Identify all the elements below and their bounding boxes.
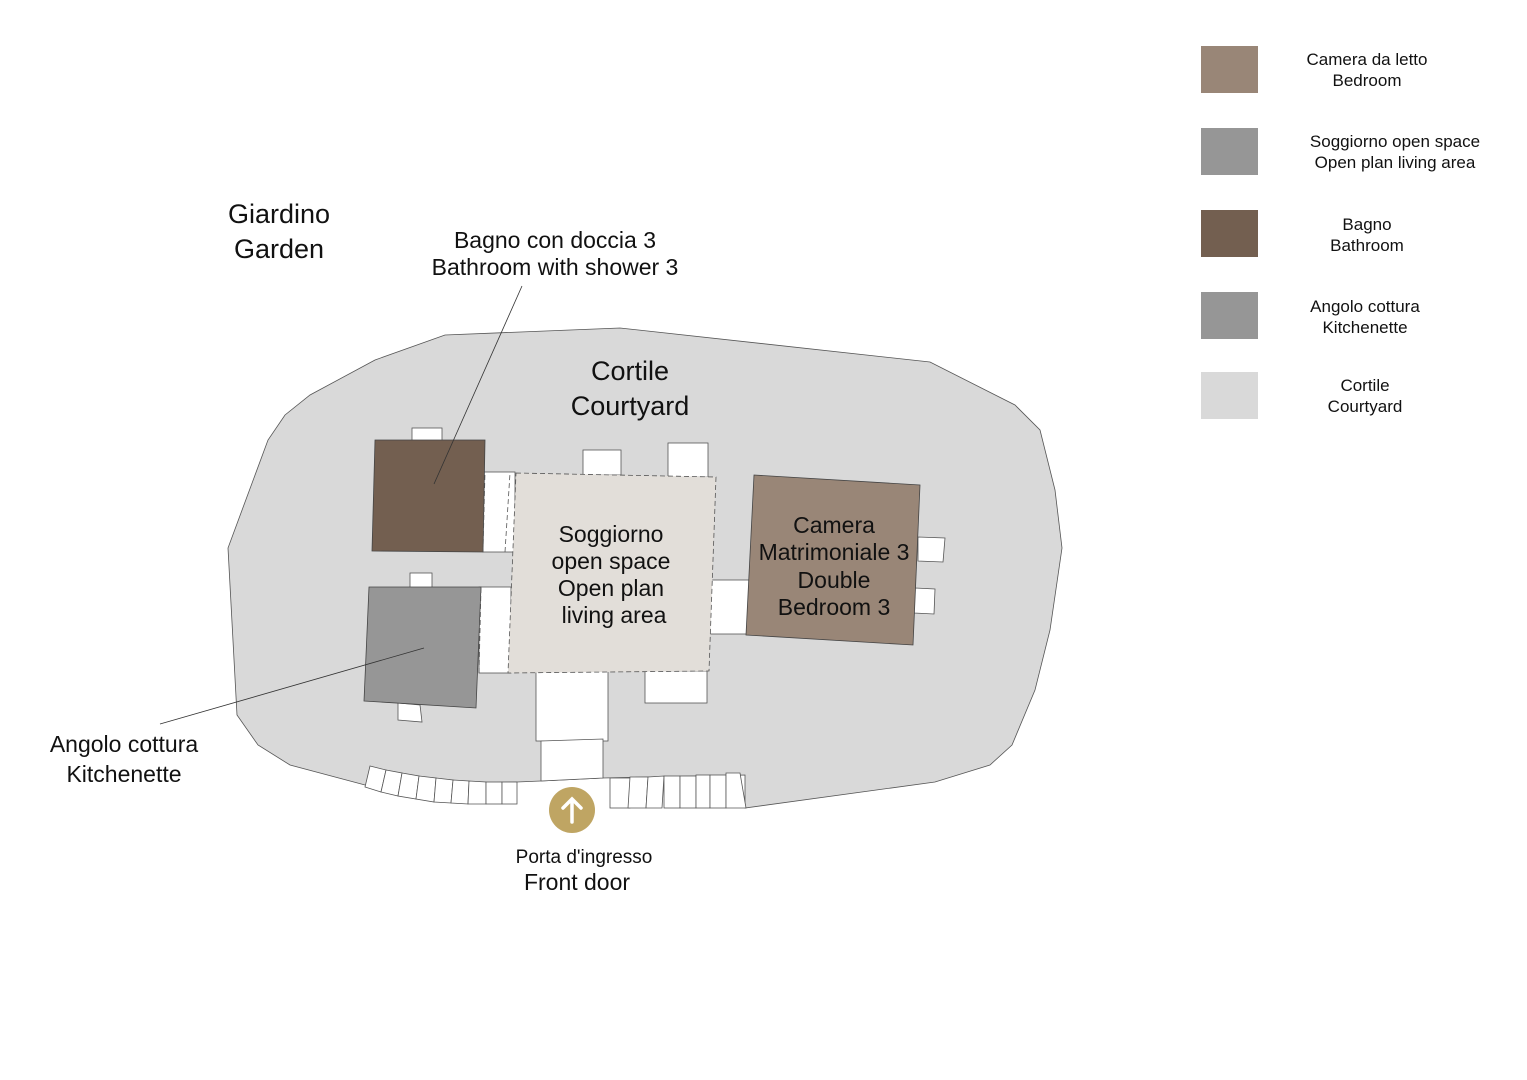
bedroom-label-3: Bedroom 3 (778, 594, 891, 620)
legend-label: Angolo cottura (1310, 297, 1420, 316)
bedroom-label-0: Camera (793, 512, 875, 538)
steps-right (609, 772, 747, 809)
front-door-label-en: Front door (524, 869, 630, 895)
living-label-1: open space (552, 548, 671, 574)
room-kitchenette[interactable] (363, 586, 482, 709)
living-label-2: Open plan (558, 575, 664, 601)
steps-left (364, 765, 518, 805)
legend-label: Bagno (1342, 215, 1391, 234)
legend-swatch-kitchen (1201, 292, 1258, 339)
legend-label: Courtyard (1328, 397, 1403, 416)
legend-label: Kitchenette (1322, 318, 1407, 337)
bathroom-label-it: Bagno con doccia 3 (454, 227, 656, 253)
legend-swatch-living (1201, 128, 1258, 175)
bedroom-label-2: Double (798, 567, 871, 593)
legend-label: Cortile (1340, 376, 1389, 395)
living-label-0: Soggiorno (559, 521, 664, 547)
legend-swatch-bedroom (1201, 46, 1258, 93)
courtyard-label-en: Courtyard (571, 391, 690, 421)
front-door-label-it: Porta d'ingresso (516, 847, 653, 868)
passages (397, 427, 946, 782)
living-label-3: living area (562, 602, 667, 628)
garden-label-it: Giardino (228, 199, 330, 229)
legend: Camera da letto Bedroom Soggiorno open s… (1201, 46, 1480, 419)
courtyard-label-it: Cortile (591, 356, 669, 386)
garden-label-en: Garden (234, 234, 324, 264)
legend-label: Bedroom (1333, 71, 1402, 90)
legend-label: Open plan living area (1315, 153, 1476, 172)
legend-swatch-bathroom (1201, 210, 1258, 257)
bathroom-leader (433, 285, 523, 485)
front-door-icon[interactable] (549, 787, 595, 833)
room-living[interactable] (507, 472, 717, 674)
kitchen-leader (159, 647, 425, 725)
bathroom-label-en: Bathroom with shower 3 (432, 254, 679, 280)
kitchen-label-it: Angolo cottura (50, 731, 199, 757)
bedroom-label-1: Matrimoniale 3 (759, 539, 910, 565)
room-bathroom[interactable] (371, 439, 486, 553)
room-bedroom[interactable] (745, 474, 921, 646)
legend-label: Bathroom (1330, 236, 1404, 255)
legend-label: Soggiorno open space (1310, 132, 1480, 151)
legend-swatch-courtyard (1201, 372, 1258, 419)
legend-label: Camera da letto (1307, 50, 1428, 69)
kitchen-label-en: Kitchenette (66, 761, 181, 787)
